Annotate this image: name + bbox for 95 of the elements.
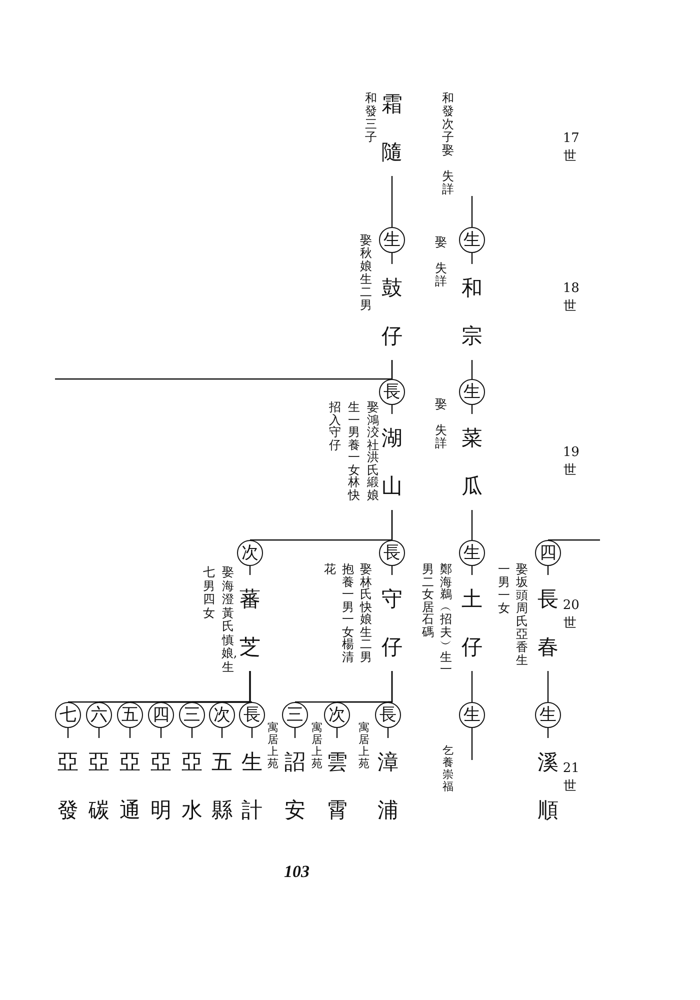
person-name: 亞碳 xyxy=(87,738,111,834)
rank-circle: 五 xyxy=(117,702,143,728)
lineage-line xyxy=(547,671,549,702)
lineage-line xyxy=(191,728,193,738)
lineage-line xyxy=(471,510,473,540)
generation-label: 17世 xyxy=(562,130,578,166)
lineage-line xyxy=(98,728,100,738)
rank-circle: 生 xyxy=(459,379,485,405)
note: 娶坂頭周氏亞香生 xyxy=(515,563,529,667)
rank-circle: 四 xyxy=(535,540,561,566)
note: 寓居上苑 xyxy=(310,722,324,770)
note: 娶林氏快娘生二男 xyxy=(359,563,373,663)
lineage-line xyxy=(471,253,473,264)
generation-label: 18世 xyxy=(562,280,578,316)
lineage-line xyxy=(391,510,393,540)
note: 和發次子娶 xyxy=(441,92,455,157)
rank-circle: 長 xyxy=(375,702,401,728)
generation-label: 21世 xyxy=(562,760,578,796)
rank-circle: 次 xyxy=(237,540,263,566)
rank-circle: 三 xyxy=(282,702,308,728)
person-name: 亞發 xyxy=(56,738,80,834)
rank-circle: 生 xyxy=(535,702,561,728)
generation-label: 20世 xyxy=(562,597,578,633)
rank-circle: 四 xyxy=(148,702,174,728)
lineage-line xyxy=(391,176,393,227)
rank-circle: 長 xyxy=(379,540,405,566)
note: 生一男養一女林快 xyxy=(347,401,361,501)
lineage-line xyxy=(160,728,162,738)
note: 抱養一男一女楊清 xyxy=(341,563,355,663)
lineage-line xyxy=(221,728,223,738)
note: 寓居上苑 xyxy=(266,722,280,770)
rank-circle: 生 xyxy=(379,227,405,253)
rank-circle: 生 xyxy=(459,540,485,566)
note: 娶 xyxy=(434,398,448,411)
rank-circle: 次 xyxy=(209,702,235,728)
person-name: 蕃芝 xyxy=(238,575,262,671)
person-name: 雲霄 xyxy=(325,738,349,834)
note: 失詳 xyxy=(434,262,448,288)
person-name: 鼓仔 xyxy=(380,264,404,360)
lineage-line xyxy=(295,671,393,703)
note: 一男一女 xyxy=(497,563,511,615)
note: 和發三子 xyxy=(364,92,378,144)
person-name: 漳浦 xyxy=(376,738,400,834)
note: 寓居上苑 xyxy=(358,722,370,770)
lineage-line xyxy=(387,728,389,738)
note: 乞養崇福 xyxy=(442,745,454,793)
lineage-line xyxy=(471,360,473,379)
note: 娶鴻洨社洪氏緞娘 xyxy=(366,401,380,501)
note: 七男四女 xyxy=(202,566,216,620)
note: 娶海澄黃氏慎娘,生 xyxy=(221,566,235,674)
rank-circle: 生 xyxy=(459,702,485,728)
person-name: 五縣 xyxy=(210,738,234,834)
lineage-line xyxy=(67,728,69,738)
lineage-line xyxy=(55,360,393,380)
page-number: 103 xyxy=(284,862,310,882)
person-name: 湖山 xyxy=(380,414,404,510)
note: 失詳 xyxy=(441,170,455,196)
note: 娶秋娘生二男 xyxy=(359,234,373,312)
person-name: 溪順 xyxy=(536,738,560,834)
lineage-line xyxy=(68,671,251,703)
person-name: 亞明 xyxy=(149,738,173,834)
lineage-line xyxy=(391,253,393,264)
rank-circle: 生 xyxy=(459,227,485,253)
person-name: 土仔 xyxy=(460,575,484,671)
person-name: 亞通 xyxy=(118,738,142,834)
person-name: 亞水 xyxy=(180,738,204,834)
note: 鄭海鵜︵招夫︶生一 xyxy=(439,563,453,676)
note: 男二女居石碼 xyxy=(421,563,435,638)
rank-circle: 三 xyxy=(179,702,205,728)
lineage-line xyxy=(548,539,600,541)
note: 招入守仔 xyxy=(328,401,342,451)
lineage-line xyxy=(336,728,338,738)
lineage-line xyxy=(547,728,549,738)
person-name: 長春 xyxy=(536,575,560,671)
note: 娶 xyxy=(434,236,448,249)
lineage-line xyxy=(471,728,473,760)
note: 失詳 xyxy=(434,424,448,450)
person-name: 守仔 xyxy=(380,575,404,671)
rank-circle: 次 xyxy=(324,702,350,728)
rank-circle: 六 xyxy=(86,702,112,728)
note: 花 xyxy=(323,563,337,576)
rank-circle: 七 xyxy=(55,702,81,728)
rank-circle: 長 xyxy=(379,379,405,405)
lineage-line xyxy=(471,196,473,227)
person-name: 霜隨 xyxy=(380,80,404,176)
person-name: 詔安 xyxy=(283,738,307,834)
lineage-line xyxy=(294,728,296,738)
person-name: 生計 xyxy=(240,738,264,834)
lineage-line xyxy=(129,728,131,738)
generation-label: 19世 xyxy=(562,444,578,480)
lineage-line xyxy=(471,671,473,702)
person-name: 菜瓜 xyxy=(460,414,484,510)
person-name: 和宗 xyxy=(460,264,484,360)
lineage-line xyxy=(251,728,253,738)
rank-circle: 長 xyxy=(239,702,265,728)
